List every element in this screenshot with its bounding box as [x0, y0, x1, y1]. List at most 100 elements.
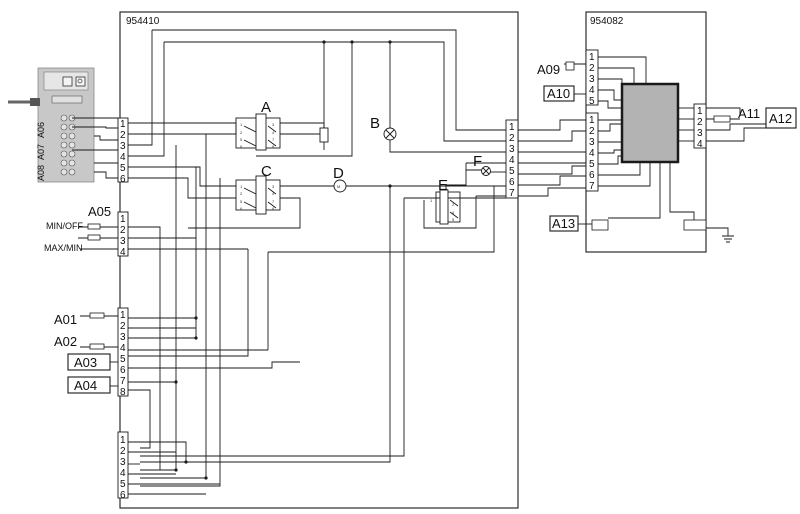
- box-a04: [67, 376, 111, 394]
- label-a: A: [261, 99, 271, 116]
- label-max-min: MAX/MIN: [44, 243, 83, 253]
- svg-text:4: 4: [509, 155, 515, 166]
- connector-a01-a04: 1 2 3 4 5 6 7 8: [117, 307, 129, 398]
- connector-bottom: 1 2 3 4 5 6: [117, 431, 129, 501]
- main-board-id: 954410: [126, 16, 160, 27]
- svg-text:3: 3: [120, 141, 126, 152]
- box-a10: [543, 85, 575, 102]
- svg-text:6: 6: [240, 144, 243, 149]
- label-e: E: [438, 177, 448, 194]
- connector-a05: 1 2 3 4: [117, 211, 129, 258]
- svg-text:1: 1: [120, 435, 126, 446]
- svg-text:3: 3: [120, 236, 126, 247]
- svg-text:6: 6: [120, 174, 126, 185]
- svg-text:7: 7: [272, 199, 275, 204]
- svg-text:1: 1: [589, 52, 595, 63]
- svg-text:3: 3: [120, 332, 126, 343]
- component-e: 1 2 4 5: [430, 189, 461, 225]
- box-a13: [549, 215, 579, 232]
- svg-text:1: 1: [430, 198, 433, 203]
- svg-text:5: 5: [589, 96, 595, 107]
- svg-text:5: 5: [509, 166, 515, 177]
- svg-text:4: 4: [589, 85, 595, 96]
- component-d: M: [333, 179, 347, 193]
- connector-control-in: 1 2 3 4 5 6 7: [585, 112, 599, 192]
- svg-text:2: 2: [589, 63, 595, 74]
- svg-text:5: 5: [589, 159, 595, 170]
- connector-control-out: 1 2 3 4: [693, 103, 707, 150]
- svg-text:3: 3: [120, 457, 126, 468]
- svg-text:5: 5: [452, 217, 455, 222]
- svg-text:3: 3: [589, 74, 595, 85]
- svg-text:3: 3: [697, 128, 703, 139]
- connector-control-top: 1 2 3 4 5: [585, 49, 599, 107]
- svg-text:8: 8: [272, 206, 275, 211]
- svg-text:4: 4: [452, 210, 455, 215]
- svg-text:5: 5: [120, 163, 126, 174]
- svg-text:1: 1: [120, 214, 126, 225]
- wires-switches: [78, 223, 118, 387]
- svg-text:2: 2: [589, 126, 595, 137]
- svg-text:6: 6: [120, 365, 126, 376]
- svg-text:3: 3: [589, 137, 595, 148]
- label-a12: A12: [769, 111, 792, 126]
- svg-text:1: 1: [240, 122, 243, 127]
- svg-text:1: 1: [509, 122, 515, 133]
- svg-text:7: 7: [509, 188, 515, 199]
- svg-text:8: 8: [272, 144, 275, 149]
- svg-text:4: 4: [697, 139, 703, 150]
- svg-text:6: 6: [509, 177, 515, 188]
- label-b: B: [370, 115, 380, 132]
- label-f: F: [473, 153, 482, 170]
- svg-text:3: 3: [272, 122, 275, 127]
- svg-text:3: 3: [509, 144, 515, 155]
- svg-text:1: 1: [697, 106, 703, 117]
- svg-text:6: 6: [589, 170, 595, 181]
- svg-text:4: 4: [272, 191, 275, 196]
- control-board-id: 954082: [590, 16, 624, 27]
- label-a05: A05: [88, 204, 111, 219]
- svg-text:1: 1: [120, 119, 126, 130]
- wires-side-panel: [72, 117, 118, 179]
- svg-text:4: 4: [120, 343, 126, 354]
- box-a03: [67, 353, 111, 371]
- label-a09: A09: [537, 62, 560, 77]
- wires-control: [518, 56, 766, 243]
- svg-text:3: 3: [272, 184, 275, 189]
- svg-text:5: 5: [120, 479, 126, 490]
- svg-text:7: 7: [589, 181, 595, 192]
- label-a08: A08: [36, 165, 46, 181]
- svg-text:2: 2: [697, 117, 703, 128]
- svg-text:2: 2: [120, 130, 126, 141]
- label-a02: A02: [54, 334, 77, 349]
- label-a07: A07: [36, 144, 46, 160]
- svg-text:2: 2: [452, 202, 455, 207]
- component-c: 12 56 34 78: [235, 175, 281, 215]
- svg-text:1: 1: [589, 115, 595, 126]
- label-a13: A13: [552, 216, 575, 231]
- svg-text:7: 7: [272, 137, 275, 142]
- svg-text:4: 4: [120, 152, 126, 163]
- svg-text:5: 5: [240, 137, 243, 142]
- component-f: [481, 166, 491, 176]
- label-a03: A03: [74, 355, 97, 370]
- main-board: [119, 11, 519, 509]
- label-a01: A01: [54, 312, 77, 327]
- box-a12: [765, 107, 797, 129]
- svg-text:7: 7: [120, 376, 126, 387]
- label-d: D: [333, 165, 344, 182]
- svg-text:M: M: [337, 184, 340, 189]
- svg-text:2: 2: [240, 130, 243, 135]
- label-c: C: [261, 163, 272, 180]
- svg-text:4: 4: [589, 148, 595, 159]
- component-b: [383, 127, 397, 141]
- control-module: [620, 82, 680, 164]
- svg-text:6: 6: [240, 206, 243, 211]
- wires-main: [128, 29, 506, 495]
- label-a04: A04: [74, 378, 97, 393]
- svg-text:4: 4: [120, 468, 126, 479]
- svg-text:1: 1: [120, 310, 126, 321]
- svg-text:6: 6: [120, 490, 126, 501]
- svg-text:2: 2: [120, 225, 126, 236]
- side-panel: A06 A07 A08: [8, 67, 95, 183]
